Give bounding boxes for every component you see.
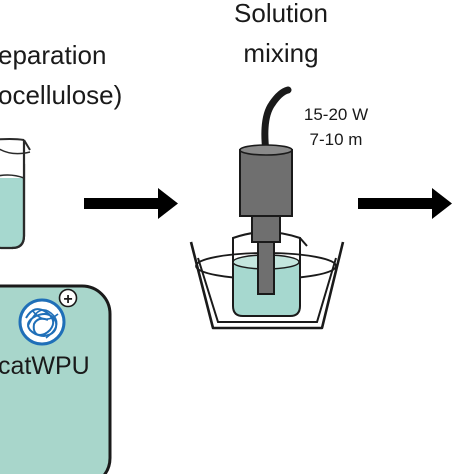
power-label: 15-20 W	[304, 105, 368, 124]
time-label: 7-10 m	[310, 130, 363, 149]
left-beaker-icon	[0, 138, 31, 250]
arrow-right-icon	[358, 188, 452, 219]
sonicator-probe-icon	[239, 86, 293, 295]
middle-title-line2: mixing	[243, 38, 318, 68]
charge-symbol: +	[63, 291, 72, 308]
positive-charge-icon: +	[58, 288, 78, 308]
left-title-line2: ocellulose)	[0, 80, 122, 110]
left-title-line1: eparation	[0, 40, 106, 70]
arrow-right-icon	[84, 188, 178, 219]
middle-title-line1: Solution	[234, 0, 328, 28]
polymer-particle-icon	[18, 298, 66, 346]
catwpu-label: catWPU	[0, 352, 90, 380]
